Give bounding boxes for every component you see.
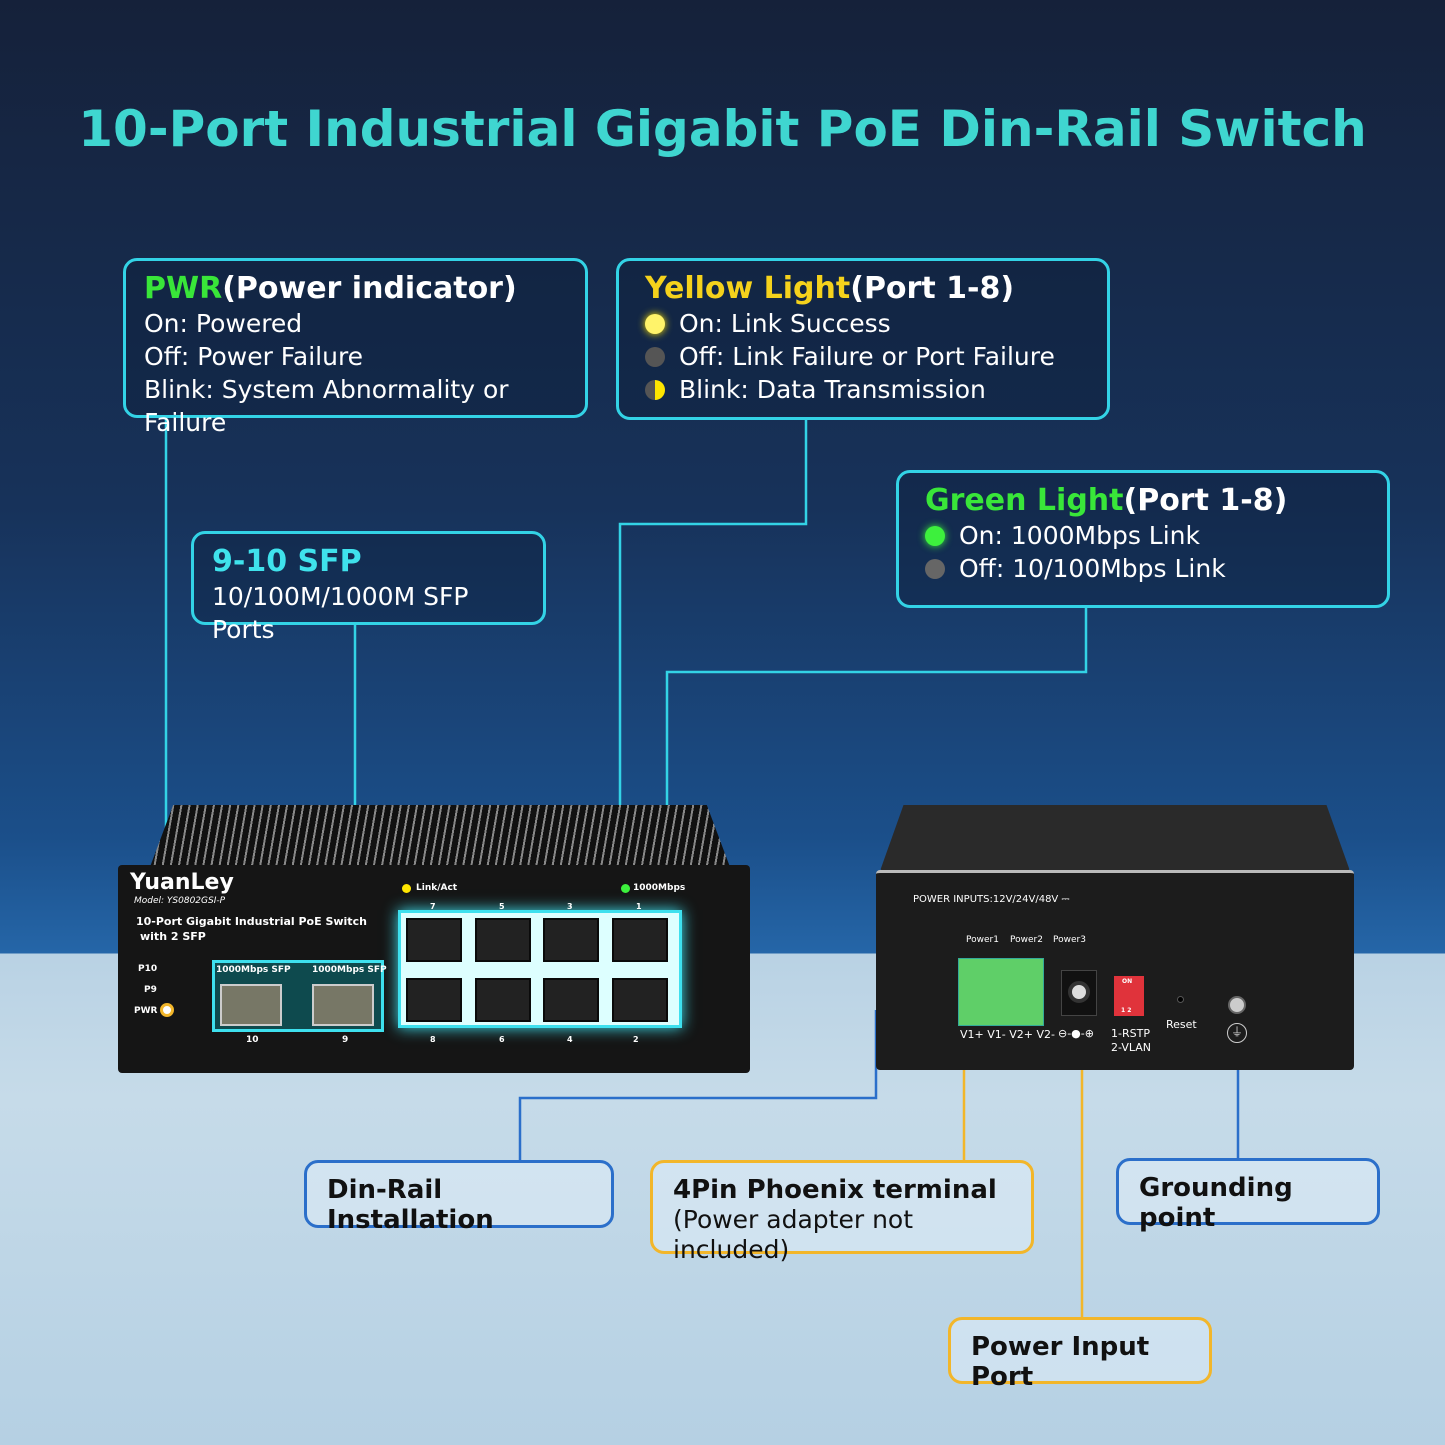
- led-label-p10: P10: [138, 964, 158, 974]
- reset-button[interactable]: [1177, 996, 1184, 1003]
- dip-num-label: 1 2: [1121, 1007, 1132, 1014]
- yellow-key: Yellow Light: [645, 271, 851, 306]
- port-num: 6: [499, 1035, 505, 1044]
- back-switch: [876, 870, 1354, 1070]
- led-label-p9: P9: [144, 985, 157, 995]
- yellow-line: Blink: Data Transmission: [679, 375, 986, 404]
- din-rail-label: Din-Rail Installation: [304, 1160, 614, 1235]
- link-act-label: Link/Act: [416, 883, 458, 893]
- phoenix-terminal[interactable]: [958, 958, 1044, 1026]
- rj45-port-8[interactable]: [406, 978, 462, 1022]
- power-input-text: Power Input Port: [971, 1332, 1150, 1392]
- rj45-port-5[interactable]: [475, 918, 531, 962]
- yellow-line: Off: Link Failure or Port Failure: [679, 342, 1055, 371]
- sfp-heading: 9-10 SFP: [212, 544, 362, 579]
- dc-jack[interactable]: [1061, 970, 1097, 1016]
- sfp-label-9: 1000Mbps SFP: [312, 965, 387, 975]
- power1-label: Power1: [966, 935, 999, 945]
- dip-switch[interactable]: [1114, 976, 1144, 1016]
- port-num: 5: [499, 902, 505, 911]
- power3-label: Power3: [1053, 935, 1086, 945]
- back-switch-top: [880, 805, 1350, 871]
- sfp-port-10[interactable]: [220, 984, 282, 1026]
- green-line: Off: 10/100Mbps Link: [959, 554, 1226, 583]
- led-green-on-icon: [925, 525, 945, 546]
- rj45-port-4[interactable]: [543, 978, 599, 1022]
- device-desc-2: with 2 SFP: [140, 930, 206, 943]
- port-num: 8: [430, 1035, 436, 1044]
- pwr-line: Off: Power Failure: [144, 342, 364, 371]
- dip-label-vlan: 2-VLAN: [1111, 1041, 1151, 1054]
- sfp-port-9[interactable]: [312, 984, 374, 1026]
- yellow-light-box: Yellow Light(Port 1-8) On: Link Success …: [616, 258, 1110, 420]
- rj45-port-6[interactable]: [475, 978, 531, 1022]
- pwr-indicator-box: PWR(Power indicator) On: Powered Off: Po…: [123, 258, 588, 437]
- model-label: Model: YS0802GSI-P: [134, 896, 226, 906]
- led-label-pwr: PWR: [134, 1006, 158, 1016]
- port-num: 4: [567, 1035, 573, 1044]
- pwr-key: PWR: [144, 271, 223, 306]
- led-off-icon: [645, 346, 665, 367]
- port-num: 3: [567, 902, 573, 911]
- led-off-icon: [925, 558, 945, 579]
- dip-label-rstp: 1-RSTP: [1111, 1027, 1150, 1040]
- polarity-label: ⊖-●-⊕: [1058, 1027, 1094, 1040]
- link-act-led-icon: [402, 884, 411, 893]
- led-on-icon: [645, 313, 665, 334]
- sfp-box: 9-10 SFP 10/100M/1000M SFP Ports: [191, 531, 546, 644]
- green-light-box: Green Light(Port 1-8) On: 1000Mbps Link …: [896, 470, 1390, 608]
- pwr-heading: (Power indicator): [222, 271, 517, 306]
- led-blink-icon: [645, 379, 665, 400]
- rj45-port-7[interactable]: [406, 918, 462, 962]
- power-input-port-label: Power Input Port: [948, 1317, 1212, 1392]
- green-line: On: 1000Mbps Link: [959, 521, 1200, 550]
- brand-logo: YuanLey: [130, 870, 234, 895]
- green-key: Green Light: [925, 483, 1124, 518]
- power2-label: Power2: [1010, 935, 1043, 945]
- rj45-port-2[interactable]: [612, 978, 668, 1022]
- rj45-port-1[interactable]: [612, 918, 668, 962]
- phoenix-note: (Power adapter not included): [673, 1205, 914, 1264]
- device-desc: 10-Port Gigabit Industrial PoE Switch: [136, 915, 367, 928]
- dip-on-label: ON: [1122, 978, 1133, 985]
- power-inputs-label: POWER INPUTS:12V/24V/48V ⎓: [913, 894, 1070, 905]
- phoenix-terminal-label: 4Pin Phoenix terminal (Power adapter not…: [650, 1160, 1034, 1264]
- din-rail-text: Din-Rail Installation: [327, 1175, 494, 1235]
- rj45-port-3[interactable]: [543, 918, 599, 962]
- page-title: 10-Port Industrial Gigabit PoE Din-Rail …: [78, 100, 1367, 158]
- pwr-line: Blink: System Abnormality or Failure: [144, 375, 509, 437]
- ground-screw-icon: [1228, 996, 1246, 1014]
- sfp-line: 10/100M/1000M SFP Ports: [212, 582, 469, 644]
- sfp-label-10: 1000Mbps SFP: [216, 965, 291, 975]
- heat-sink-fins: [150, 805, 730, 867]
- port-num: 2: [633, 1035, 639, 1044]
- mbps-led-icon: [621, 884, 630, 893]
- yellow-line: On: Link Success: [679, 309, 891, 338]
- port-num: 7: [430, 902, 436, 911]
- grounding-point-label: Grounding point: [1116, 1158, 1380, 1233]
- pwr-line: On: Powered: [144, 309, 303, 338]
- terminal-label: V1+ V1- V2+ V2-: [960, 1028, 1055, 1041]
- grounding-text: Grounding point: [1139, 1173, 1293, 1233]
- yellow-heading: (Port 1-8): [850, 271, 1015, 306]
- phoenix-text: 4Pin Phoenix terminal: [673, 1175, 997, 1205]
- port-num: 1: [636, 902, 642, 911]
- sfp-num-9: 9: [342, 1035, 349, 1045]
- reset-label: Reset: [1166, 1018, 1197, 1031]
- green-heading: (Port 1-8): [1123, 483, 1288, 518]
- ground-symbol-icon: ⏚: [1227, 1023, 1247, 1043]
- pwr-led-icon: [160, 1003, 174, 1017]
- dc-jack-hole-icon: [1068, 981, 1090, 1003]
- mbps-label: 1000Mbps: [633, 883, 686, 893]
- sfp-num-10: 10: [246, 1035, 259, 1045]
